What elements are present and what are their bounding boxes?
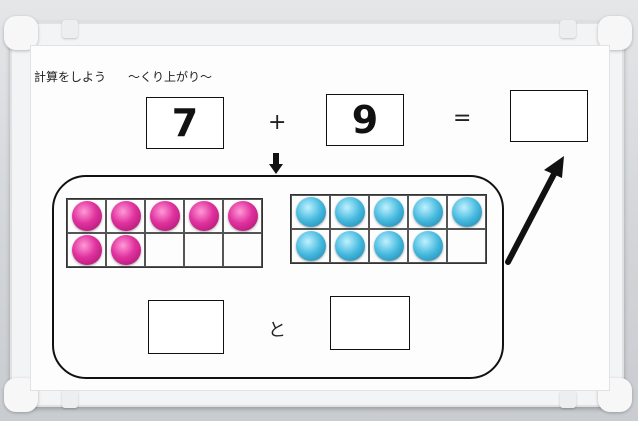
ten-frame-cell [184,233,223,267]
pink-counter[interactable] [189,201,219,231]
ten-frame-cell [447,229,486,263]
result-box[interactable] [510,90,588,142]
ten-frame-cell [145,233,184,267]
ten-frame-cell [145,199,184,233]
ten-frame-cell [447,195,486,229]
frame-clip [62,20,78,38]
ten-frame-cell [184,199,223,233]
frame-clip [560,20,576,38]
down-arrow-icon [269,153,283,175]
ten-frame-cell [408,229,447,263]
answer-left-box[interactable] [148,300,224,354]
ten-frame-cell [223,199,262,233]
ten-frame-cell [106,199,145,233]
pink-counter[interactable] [150,201,180,231]
connector-to: と [268,316,286,342]
ten-frame-blue [290,194,487,264]
ten-frame-cell [330,195,369,229]
pink-counter[interactable] [228,201,258,231]
answer-right-value [331,297,409,349]
blue-counter[interactable] [296,197,326,227]
ten-frame-cell [291,229,330,263]
ten-frame-cell [67,199,106,233]
blue-counter[interactable] [413,197,443,227]
addend-right-value: 9 [327,95,403,145]
pink-counter[interactable] [111,235,141,265]
ten-frame-pink [66,198,263,268]
title-main: 計算をしよう [34,70,106,84]
ten-frame-cell [330,229,369,263]
ten-frame-cell [369,229,408,263]
pink-counter[interactable] [111,201,141,231]
ten-frame-cell [291,195,330,229]
addend-right-box[interactable]: 9 [326,94,404,146]
blue-counter[interactable] [335,197,365,227]
blue-counter[interactable] [452,197,482,227]
answer-right-box[interactable] [330,296,410,350]
blue-counter[interactable] [296,231,326,261]
blue-counter[interactable] [374,231,404,261]
blue-counter[interactable] [374,197,404,227]
result-value [511,91,587,141]
frame-clip [560,390,576,408]
plus-sign: + [268,110,286,135]
blue-counter[interactable] [335,231,365,261]
blue-counter[interactable] [413,231,443,261]
title-subtitle: 〜くり上がり〜 [128,70,212,84]
addend-left-box[interactable]: 7 [146,97,224,149]
worksheet-title: 計算をしよう 〜くり上がり〜 [34,68,212,85]
equals-sign: = [453,106,471,131]
pink-counter[interactable] [72,201,102,231]
addend-left-value: 7 [147,98,223,148]
ten-frame-cell [106,233,145,267]
frame-clip [62,390,78,408]
ten-frame-cell [369,195,408,229]
ten-frame-cell [67,233,106,267]
answer-left-value [149,301,223,353]
pink-counter[interactable] [72,235,102,265]
ten-frame-cell [223,233,262,267]
ten-frame-cell [408,195,447,229]
diagonal-arrow-icon [502,156,574,268]
